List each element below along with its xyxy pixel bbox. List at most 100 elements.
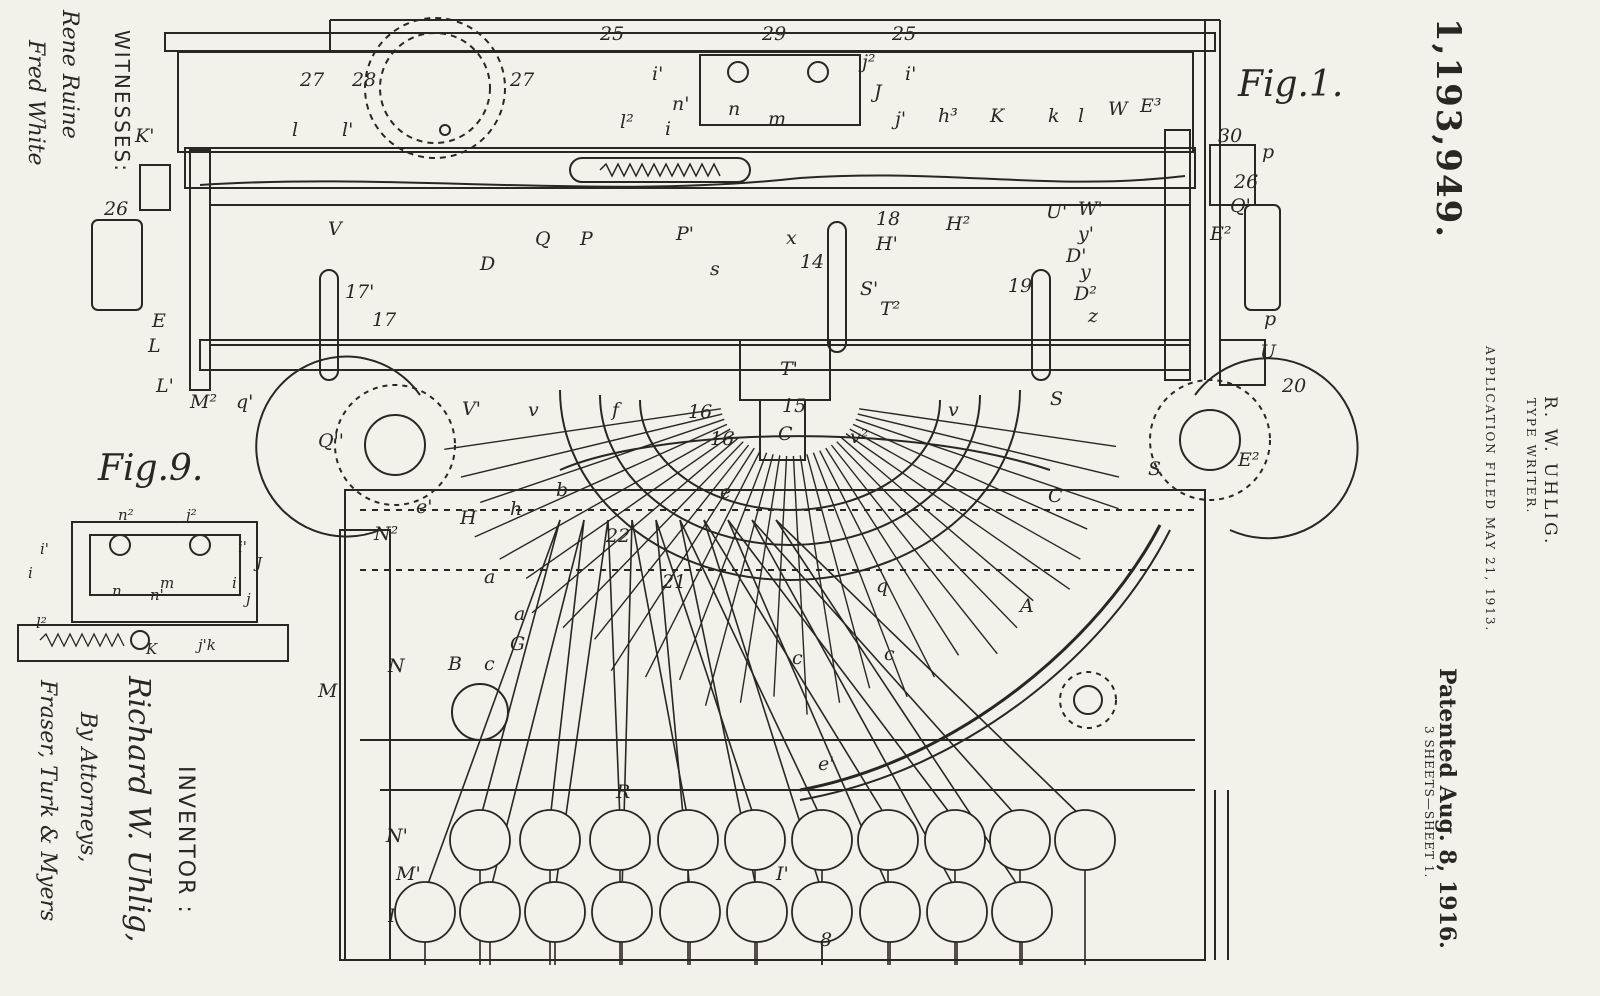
reference-label: P — [579, 228, 594, 250]
type-bar-line — [610, 447, 755, 672]
typewriter-key — [859, 881, 921, 943]
reference-label: l' — [342, 119, 353, 141]
reference-label: c — [884, 643, 895, 665]
type-bar-line — [806, 454, 871, 689]
reference-label: K' — [134, 125, 154, 147]
reference-label: N' — [385, 825, 408, 847]
reference-label: C — [1048, 485, 1063, 507]
reference-label: L — [147, 335, 161, 357]
type-bar-line — [830, 444, 998, 655]
reference-label: I' — [775, 863, 789, 885]
reference-label: L' — [155, 375, 174, 397]
reference-label: 25 — [891, 23, 916, 45]
reference-label: E² — [1237, 449, 1260, 471]
type-bar-line — [857, 413, 1120, 478]
reference-label: c — [792, 647, 803, 669]
type-bar-line — [799, 455, 841, 703]
reference-label: 16 — [710, 428, 734, 450]
fig9-reference-label: K — [145, 640, 158, 658]
type-bar-line — [562, 441, 744, 629]
reference-label: A — [1018, 595, 1034, 617]
reference-label: e' — [818, 753, 834, 775]
typewriter-key — [1054, 809, 1116, 871]
reference-label: 29 — [761, 23, 786, 45]
typewriter-key — [449, 809, 511, 871]
reference-label: C — [778, 423, 793, 445]
typewriter-key — [589, 809, 651, 871]
reference-label: H' — [875, 233, 898, 255]
fig9-label: Fig.9. — [98, 448, 204, 489]
type-bar-line — [849, 428, 1081, 560]
fig9-reference-label: i' — [238, 538, 247, 556]
reference-label: 14 — [800, 251, 824, 273]
fig9-reference-label: m — [160, 574, 174, 592]
keyboard-keys — [394, 809, 1116, 943]
type-bar-line — [859, 408, 1117, 448]
type-bar-line — [460, 413, 723, 478]
key-levers — [424, 519, 1086, 965]
reference-label: D' — [1065, 245, 1086, 267]
reference-label: J — [870, 81, 883, 103]
reference-label: Q — [535, 228, 551, 250]
fig9-reference-label: n' — [150, 586, 164, 604]
reference-label: 26 — [103, 198, 128, 220]
fig9-reference-label: i — [28, 564, 33, 582]
reference-label: a — [484, 566, 495, 588]
fig9-reference-label: i' — [40, 540, 49, 558]
fig9-reference-label: j² — [183, 506, 197, 524]
reference-label: 8 — [820, 929, 832, 951]
typewriter-key — [591, 881, 653, 943]
reference-label: n — [728, 98, 740, 120]
machine-frame — [91, 17, 1359, 961]
type-bar-line — [531, 437, 739, 614]
reference-label: W' — [1078, 198, 1103, 220]
reference-label: U — [1260, 341, 1277, 363]
type-bar-fan — [444, 408, 1120, 715]
type-bar-line — [845, 433, 1071, 590]
reference-label: v — [948, 399, 959, 421]
reference-label: v² — [850, 426, 868, 448]
reference-label: D² — [1073, 283, 1097, 305]
typewriter-key — [459, 881, 521, 943]
reference-label: a — [514, 603, 525, 625]
reference-label: R — [615, 781, 630, 803]
type-bar-line — [474, 423, 728, 538]
reference-label: q — [876, 575, 888, 597]
type-bar-line — [792, 455, 808, 715]
key-lever — [727, 519, 956, 821]
type-bar-line — [525, 433, 735, 580]
reference-label: 15 — [782, 395, 806, 417]
fig9-reference-label: n — [112, 582, 122, 600]
reference-label: h — [510, 498, 522, 520]
reference-label: D — [479, 253, 495, 275]
reference-label: B — [447, 653, 462, 675]
reference-label: T² — [880, 298, 900, 320]
reference-label: n' — [672, 93, 689, 115]
type-bar-line — [594, 444, 750, 640]
key-lever — [703, 519, 889, 821]
reference-label: N² — [373, 523, 398, 545]
typewriter-key — [924, 809, 986, 871]
type-bar-line — [841, 437, 1034, 602]
key-lever — [479, 519, 561, 821]
fig9-reference-label: J — [253, 554, 263, 572]
reference-label: s — [710, 258, 720, 280]
reference-label: 21 — [661, 571, 686, 593]
reference-label: h³ — [938, 105, 958, 127]
reference-label: S' — [860, 278, 878, 300]
reference-label: q' — [236, 391, 253, 413]
reference-label: v — [528, 399, 539, 421]
type-bar-line — [819, 450, 936, 678]
reference-label: i — [665, 118, 671, 140]
reference-label: 16 — [688, 401, 712, 423]
fig1-label: Fig.1. — [1238, 64, 1344, 105]
typewriter-key — [724, 809, 786, 871]
reference-label: E³ — [1139, 95, 1162, 117]
reference-label: l² — [620, 111, 634, 133]
key-lever — [549, 519, 585, 821]
typewriter-key — [926, 881, 988, 943]
reference-label: V — [328, 218, 344, 240]
